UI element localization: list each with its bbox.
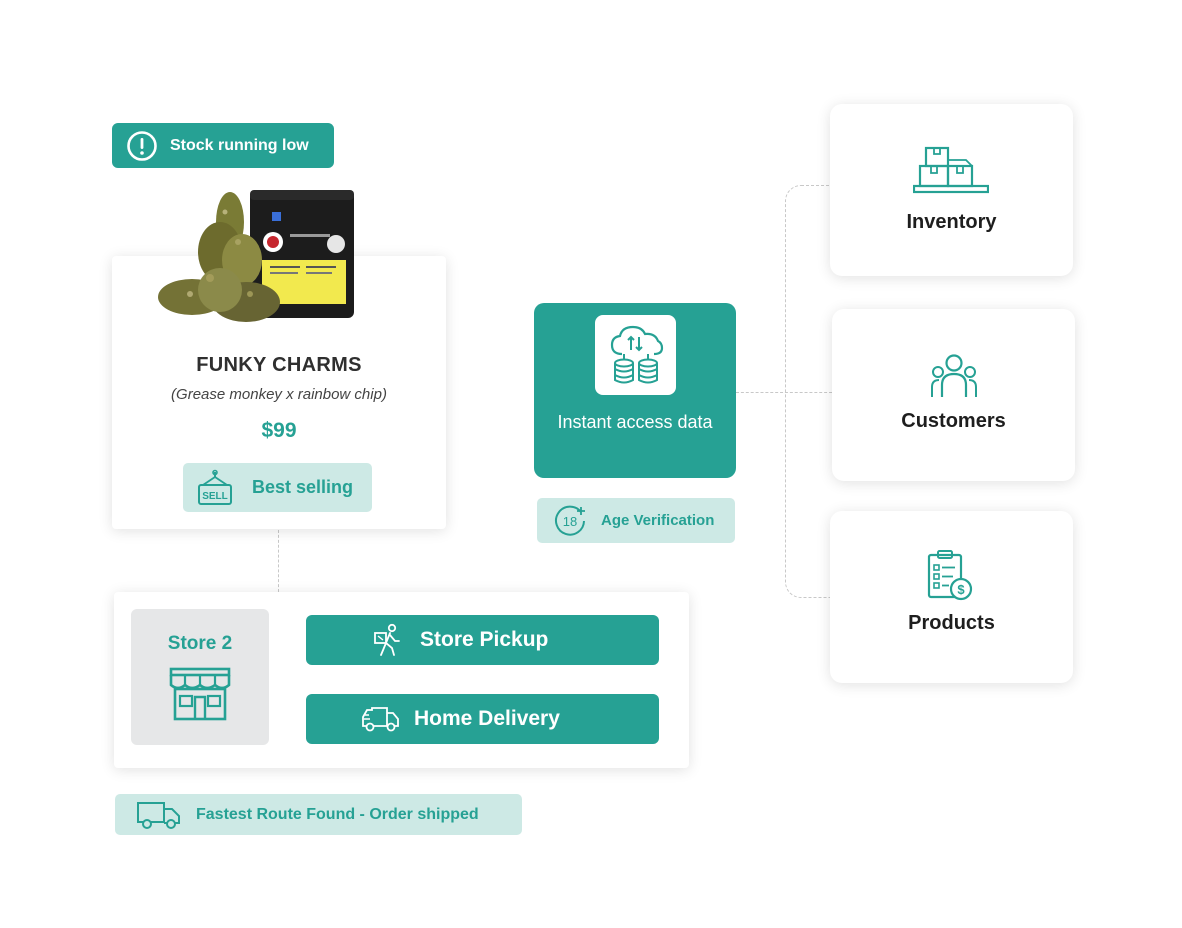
route-status-label: Fastest Route Found - Order shipped [196, 805, 479, 823]
inventory-label: Inventory [906, 211, 997, 233]
cloud-database-icon [610, 325, 664, 384]
svg-text:$: $ [957, 582, 965, 597]
connector-line [736, 392, 832, 393]
home-delivery-label: Home Delivery [414, 707, 560, 730]
instant-access-data-label: Instant access data [557, 412, 713, 432]
customers-label: Customers [901, 410, 1006, 432]
delivery-truck-icon [137, 801, 180, 829]
data-icon-box [595, 315, 676, 395]
delivery-truck-icon [362, 707, 399, 732]
clipboard-price-icon: $ [927, 550, 973, 601]
store-label: Store 2 [167, 633, 233, 654]
instant-access-data-tile[interactable]: Instant access data [534, 303, 736, 478]
users-icon [931, 354, 977, 397]
exclamation-circle-icon [127, 130, 157, 161]
product-price: $99 [261, 419, 297, 442]
stock-alert-label: Stock running low [170, 136, 309, 154]
home-delivery-button[interactable]: Home Delivery [306, 694, 659, 744]
best-selling-badge: SELL Best selling [183, 463, 372, 512]
boxes-icon [913, 146, 989, 194]
store-pickup-button[interactable]: Store Pickup [306, 615, 659, 665]
product-image [158, 190, 354, 322]
fulfillment-card: Store 2 Store Pickup Home Delivery [114, 592, 689, 768]
route-status-badge: Fastest Route Found - Order shipped [115, 794, 522, 835]
store-tile[interactable]: Store 2 [131, 609, 269, 745]
product-name: FUNKY CHARMS [196, 354, 362, 376]
store-pickup-label: Store Pickup [420, 628, 549, 651]
connector-line [278, 530, 279, 592]
products-card[interactable]: $ Products [830, 511, 1073, 683]
age-verification-label: Age Verification [601, 512, 715, 529]
svg-text:18: 18 [563, 514, 577, 529]
product-strain: (Grease monkey x rainbow chip) [171, 386, 387, 403]
svg-text:SELL: SELL [202, 491, 228, 502]
products-label: Products [908, 612, 995, 634]
customers-card[interactable]: Customers [832, 309, 1075, 481]
pickup-person-icon [374, 623, 400, 656]
sell-sign-icon: SELL [198, 469, 232, 505]
inventory-card[interactable]: Inventory [830, 104, 1073, 276]
best-selling-label: Best selling [252, 477, 354, 497]
stock-alert-badge: Stock running low [112, 123, 334, 168]
storefront-icon [169, 667, 231, 721]
age-verification-badge: 18 Age Verification [537, 498, 735, 543]
age-18-plus-icon: 18 [555, 505, 585, 536]
connector-bracket [785, 185, 830, 598]
product-card[interactable]: FUNKY CHARMS (Grease monkey x rainbow ch… [112, 256, 446, 529]
